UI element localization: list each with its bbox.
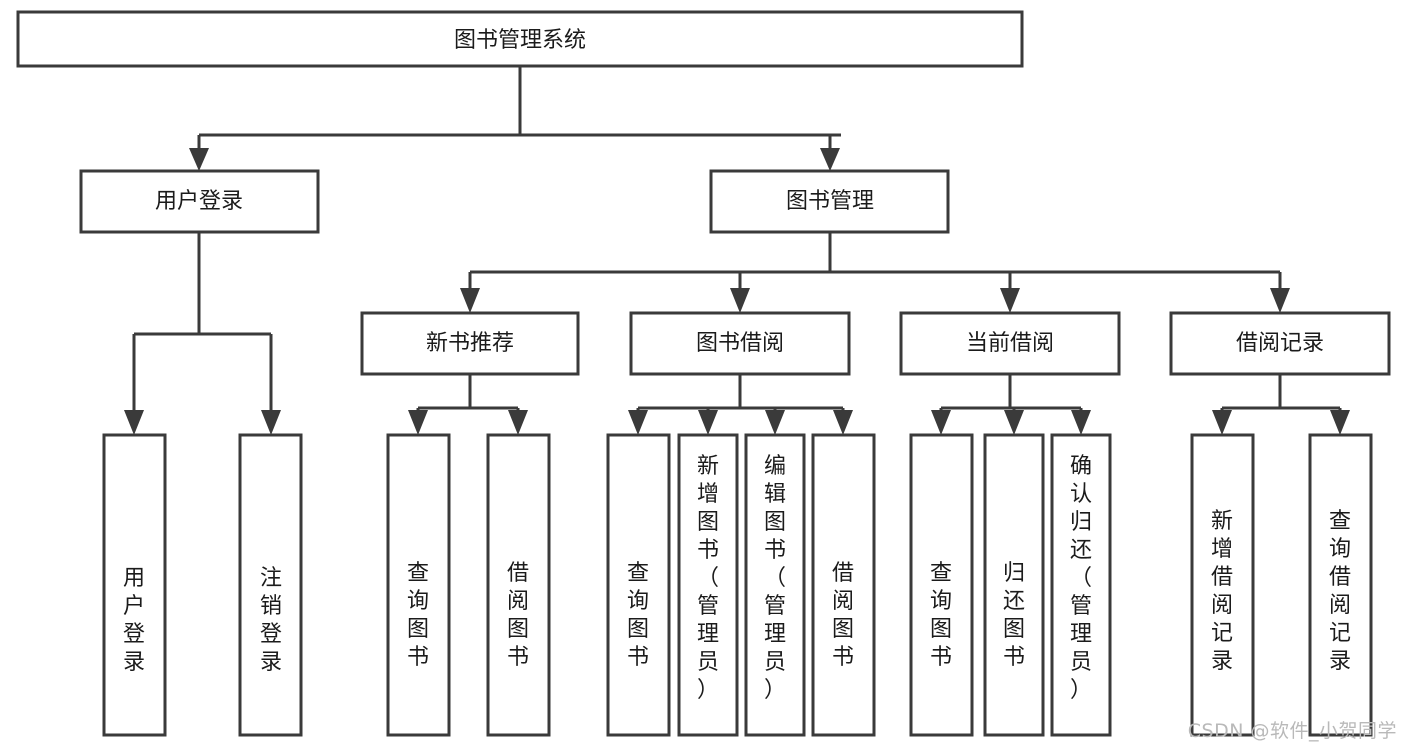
- arrow-ul-to-leaf2: [261, 410, 281, 435]
- node-root-box[interactable]: [16, 10, 1024, 68]
- node-borrow-records[interactable]: 借阅记录: [1169, 311, 1391, 376]
- arrow-root-to-book-management: [820, 148, 840, 171]
- arrow-root-to-user-login: [189, 148, 209, 171]
- leaf-query-book-rec[interactable]: 查询图书: [386, 433, 451, 737]
- leaf-return-book-label: 归还图书: [1003, 561, 1025, 670]
- arrow-bb-to-leaf1: [628, 410, 648, 435]
- node-user-login-box[interactable]: [79, 169, 320, 234]
- leaf-user-login-box[interactable]: [102, 433, 167, 737]
- leaf-edit-book-box[interactable]: [744, 433, 806, 737]
- leaf-add-book-box[interactable]: [677, 433, 739, 737]
- node-borrow-records-box[interactable]: [1169, 311, 1391, 376]
- node-new-book-recommend-label: 新书推荐: [426, 331, 514, 356]
- arrow-cb-to-leaf1: [931, 410, 951, 435]
- leaf-borrow-book-rec-label: 借阅图书: [507, 561, 529, 670]
- node-book-borrow-label: 图书借阅: [696, 331, 784, 356]
- node-borrow-records-label: 借阅记录: [1236, 331, 1324, 356]
- leaf-add-record-label: 新增借阅记录: [1211, 509, 1233, 674]
- arrow-bm-to-new-book: [460, 288, 480, 313]
- node-book-management-label: 图书管理: [786, 189, 874, 214]
- leaf-nodes: 用户登录 注销登录 查询图书 借阅图书 查询图书: [102, 433, 1373, 737]
- node-book-management[interactable]: 图书管理: [709, 169, 950, 234]
- leaf-add-record-box[interactable]: [1190, 433, 1255, 737]
- leaf-query-book-rec-box[interactable]: [386, 433, 451, 737]
- node-current-borrow-label: 当前借阅: [966, 331, 1054, 356]
- leaf-borrow-book-bb-label: 借阅图书: [832, 561, 854, 670]
- leaf-add-book-label: 新增图书（管理员）: [697, 454, 719, 703]
- leaf-borrow-book-bb[interactable]: 借阅图书: [811, 433, 876, 737]
- arrow-ul-to-leaf1: [124, 410, 144, 435]
- leaf-confirm-return-label: 确认归还（管理员）: [1070, 454, 1092, 703]
- leaf-borrow-book-bb-box[interactable]: [811, 433, 876, 737]
- leaf-query-book-cb-label: 查询图书: [930, 561, 952, 670]
- arrow-nbr-to-leaf1: [408, 410, 428, 435]
- leaf-borrow-book-rec-box[interactable]: [486, 433, 551, 737]
- arrow-bm-to-book-borrow: [730, 288, 750, 313]
- leaf-return-book[interactable]: 归还图书: [983, 433, 1045, 737]
- node-root-label: 图书管理系统: [454, 28, 586, 53]
- node-user-login[interactable]: 用户登录: [79, 169, 320, 234]
- node-current-borrow[interactable]: 当前借阅: [899, 311, 1121, 376]
- arrow-cb-to-leaf2: [1004, 410, 1024, 435]
- leaf-edit-book-label: 编辑图书（管理员）: [764, 454, 786, 703]
- leaf-edit-book[interactable]: 编辑图书（管理员）: [744, 433, 806, 737]
- leaf-query-record-label: 查询借阅记录: [1329, 509, 1351, 674]
- arrow-br-to-leaf2: [1330, 410, 1350, 435]
- leaf-query-book-bb-label: 查询图书: [627, 561, 649, 670]
- arrow-bm-to-current-borrow: [1000, 288, 1020, 313]
- leaf-add-book[interactable]: 新增图书（管理员）: [677, 433, 739, 737]
- arrow-nbr-to-leaf2: [508, 410, 528, 435]
- leaf-borrow-book-rec[interactable]: 借阅图书: [486, 433, 551, 737]
- node-new-book-recommend[interactable]: 新书推荐: [360, 311, 580, 376]
- leaf-query-book-bb-box[interactable]: [606, 433, 671, 737]
- arrow-bm-to-borrow-records: [1270, 288, 1290, 313]
- leaf-query-record[interactable]: 查询借阅记录: [1308, 433, 1373, 737]
- leaf-query-record-box[interactable]: [1308, 433, 1373, 737]
- arrow-bb-to-leaf2: [698, 410, 718, 435]
- leaf-query-book-cb[interactable]: 查询图书: [909, 433, 974, 737]
- node-current-borrow-box[interactable]: [899, 311, 1121, 376]
- node-book-management-box[interactable]: [709, 169, 950, 234]
- leaf-query-book-rec-label: 查询图书: [407, 561, 429, 670]
- node-user-login-label: 用户登录: [155, 189, 243, 214]
- arrow-br-to-leaf1: [1212, 410, 1232, 435]
- arrow-cb-to-leaf3: [1071, 410, 1091, 435]
- leaf-query-book-bb[interactable]: 查询图书: [606, 433, 671, 737]
- leaf-query-book-cb-box[interactable]: [909, 433, 974, 737]
- leaf-logout-box[interactable]: [238, 433, 303, 737]
- node-book-borrow[interactable]: 图书借阅: [629, 311, 851, 376]
- leaf-confirm-return-box[interactable]: [1050, 433, 1112, 737]
- connector-layer: [124, 66, 1350, 435]
- arrow-bb-to-leaf3: [765, 410, 785, 435]
- leaf-confirm-return[interactable]: 确认归还（管理员）: [1050, 433, 1112, 737]
- arrow-bb-to-leaf4: [833, 410, 853, 435]
- leaf-add-record[interactable]: 新增借阅记录: [1190, 433, 1255, 737]
- node-root[interactable]: 图书管理系统: [16, 10, 1024, 68]
- leaf-user-login[interactable]: 用户登录: [102, 433, 167, 737]
- leaf-logout[interactable]: 注销登录: [238, 433, 303, 737]
- node-new-book-recommend-box[interactable]: [360, 311, 580, 376]
- node-book-borrow-box[interactable]: [629, 311, 851, 376]
- node-layer: 图书管理系统 用户登录 图书管理 新书推荐 图书借阅: [16, 10, 1391, 737]
- csdn-watermark: CSDN @软件_小贺同学: [1187, 720, 1397, 742]
- leaf-logout-label: 注销登录: [260, 566, 282, 675]
- leaf-return-book-box[interactable]: [983, 433, 1045, 737]
- leaf-user-login-label: 用户登录: [123, 566, 145, 675]
